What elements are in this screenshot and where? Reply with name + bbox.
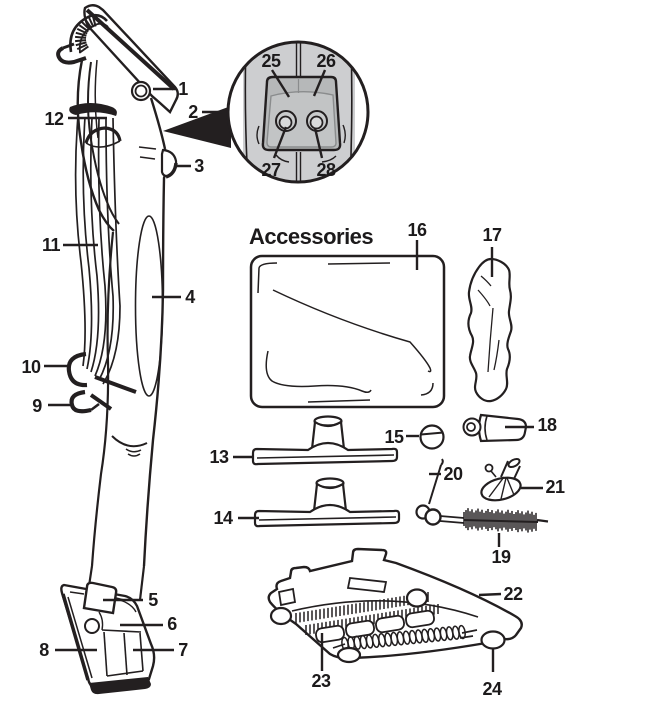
side-hook	[160, 148, 178, 179]
callout-label-inset-button-left: 27	[261, 160, 281, 180]
cord-plug	[69, 389, 100, 414]
cord-guide	[69, 103, 122, 148]
glider-foot-middle	[336, 646, 362, 664]
callout-label-wide-nozzle-1: 13	[209, 447, 229, 467]
body-pole	[87, 97, 168, 601]
callout-leader-25	[270, 69, 291, 98]
callout-label-mop-pad: 16	[407, 220, 427, 240]
accessories	[249, 254, 549, 664]
callout-label-funnel: 21	[545, 477, 565, 497]
cord-hook-lower	[66, 351, 88, 388]
inset-pointer-wedge	[163, 106, 231, 148]
accessories-heading: Accessories	[249, 224, 373, 249]
callout-label-power-cord: 11	[42, 235, 61, 255]
pivot-neck	[82, 581, 118, 615]
glider-foot-right	[480, 630, 506, 650]
body-tank	[134, 215, 164, 397]
callout-label-base-plate-left: 8	[39, 640, 49, 660]
callout-label-cleaning-brush: 19	[491, 547, 511, 567]
callout-label-cord-guide: 12	[44, 109, 64, 129]
carpet-glider	[267, 547, 523, 664]
callout-label-cord-hook-lower: 10	[21, 357, 41, 377]
cloth	[467, 257, 513, 403]
callout-label-handle-boss: 1	[178, 79, 188, 99]
callout-label-adapter-nozzle: 18	[537, 415, 557, 435]
wide-nozzle-1	[251, 415, 399, 466]
foot-base	[60, 581, 156, 695]
callout-label-cloth: 17	[482, 225, 502, 245]
glider-spring	[341, 624, 466, 652]
callout-label-pivot-neck: 5	[148, 590, 158, 610]
callout-label-clean-out-tool: 20	[443, 464, 463, 484]
glider-bumper	[405, 588, 429, 608]
cleaning-brush	[424, 508, 549, 533]
callout-leader-26	[312, 69, 327, 97]
callout-label-carpet-glider: 22	[503, 584, 523, 604]
funnel	[480, 458, 522, 502]
base-vent	[84, 618, 100, 634]
callout-label-cap-disc: 15	[384, 427, 404, 447]
glider-foot-left	[269, 606, 293, 626]
cap-disc	[419, 424, 445, 450]
adapter-nozzle	[462, 413, 528, 443]
main-unit	[56, 4, 179, 695]
callout-leader-22	[478, 592, 502, 597]
callout-label-cord-plug: 9	[32, 396, 42, 416]
callout-label-base-plate-right: 7	[178, 640, 188, 660]
callout-label-inset-panel-right: 26	[316, 51, 336, 71]
inset-circle	[226, 40, 370, 184]
callout-leader-28	[313, 127, 324, 159]
callout-label-wide-nozzle-2: 14	[213, 508, 233, 528]
handle-strut-outer	[76, 59, 115, 232]
callout-label-base-top: 6	[167, 614, 177, 634]
callout-label-inset-button-right: 28	[316, 160, 336, 180]
callout-label-glider-brush-strip: 23	[311, 671, 331, 691]
detail-inset	[163, 40, 370, 184]
handle-hook	[56, 46, 87, 65]
handle	[56, 4, 179, 232]
cord-wrap-coil	[69, 13, 109, 54]
callout-label-body-tank: 4	[185, 287, 195, 307]
callout-label-detail-inset: 2	[188, 102, 198, 122]
callout-label-inset-panel-left: 25	[261, 51, 281, 71]
callout-label-side-hook: 3	[194, 156, 204, 176]
wide-nozzle-2	[253, 477, 401, 528]
mop-pad	[249, 254, 446, 409]
callout-label-glider-foot: 24	[482, 679, 502, 699]
callout-leader-27	[272, 126, 288, 159]
base-sole	[89, 677, 151, 695]
handle-top-edge	[85, 8, 176, 91]
